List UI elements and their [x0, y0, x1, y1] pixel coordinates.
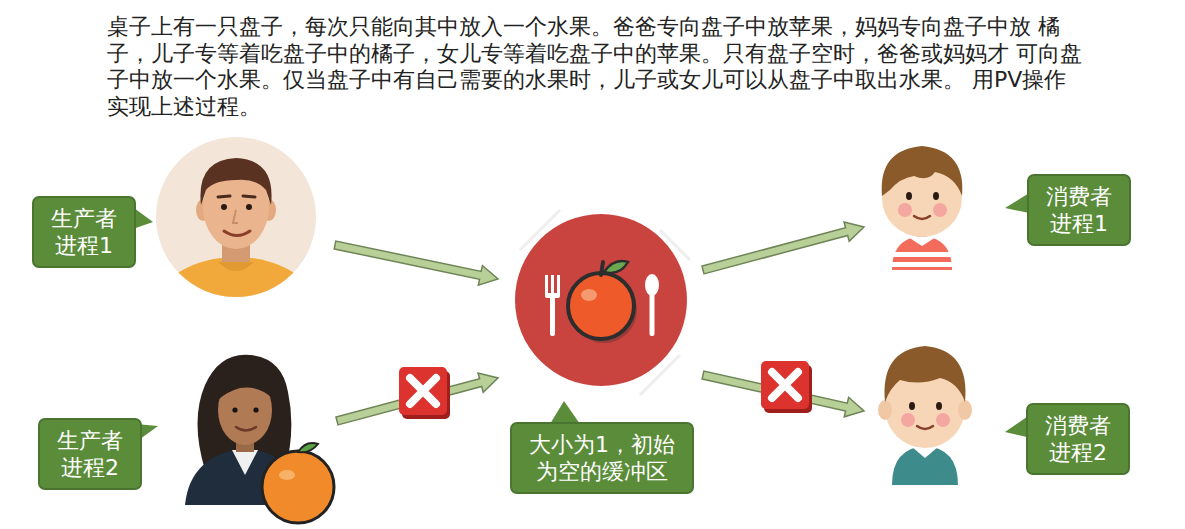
consumer-child-1 — [882, 146, 963, 270]
callout-box: 消费者 进程2 — [1026, 403, 1130, 475]
callout-box: 生产者 进程1 — [32, 196, 136, 268]
plate-buffer — [515, 210, 690, 395]
problem-statement: 桌子上有一只盘子，每次只能向其中放入一个水果。爸爸专向盘子中放苹果，妈妈专向盘子… — [107, 14, 1082, 119]
callout-box: 大小为1，初始 为空的缓冲区 — [510, 422, 694, 494]
callout-label: 消费者 进程2 — [1042, 412, 1114, 466]
father-figure — [156, 137, 316, 353]
callout-label: 生产者 进程1 — [48, 205, 120, 259]
callout-box: 消费者 进程1 — [1027, 174, 1131, 246]
problem-statement-box: 桌子上有一只盘子，每次只能向其中放入一个水果。爸爸专向盘子中放苹果，妈妈专向盘子… — [107, 14, 1082, 120]
callout-label: 消费者 进程1 — [1043, 183, 1115, 237]
flow-arrow — [702, 222, 864, 274]
callout-label: 生产者 进程2 — [54, 427, 126, 481]
fork — [545, 275, 560, 336]
blocked-mark — [399, 367, 450, 419]
blocked-mark — [761, 361, 812, 413]
flow-arrow — [334, 241, 498, 285]
callout-box: 生产者 进程2 — [38, 418, 142, 490]
spoon — [645, 274, 659, 336]
callout-pointer — [130, 190, 1034, 442]
callout-label: 大小为1，初始 为空的缓冲区 — [526, 431, 678, 485]
flow-arrows — [334, 222, 864, 425]
consumer-child-2 — [878, 346, 972, 485]
mother-figure — [185, 355, 334, 523]
